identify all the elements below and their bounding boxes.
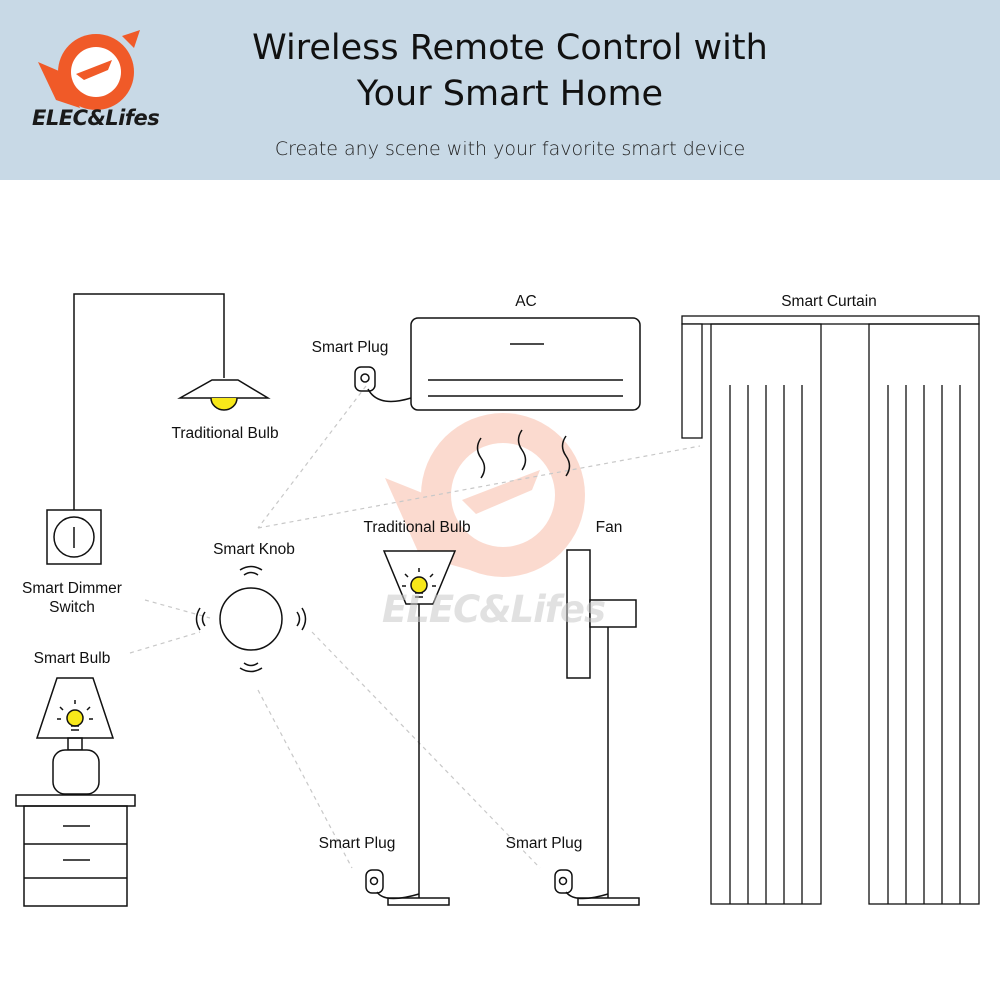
- smart-knob-icon: [197, 567, 306, 672]
- label-smart-knob: Smart Knob: [213, 541, 295, 558]
- brand-name: ELEC&Lifes: [32, 106, 172, 130]
- page-title-line-2: Your Smart Home: [170, 74, 850, 114]
- nightstand: [16, 795, 135, 906]
- ceiling-lamp: [74, 294, 268, 510]
- header-banner: ELEC&Lifes Wireless Remote Control with …: [0, 0, 1000, 180]
- smart-curtain: [682, 316, 979, 904]
- label-smart-plug-fan: Smart Plug: [506, 835, 583, 852]
- label-traditional-bulb-ceiling: Traditional Bulb: [171, 425, 278, 442]
- smart-plug-lamp-icon: [366, 870, 419, 899]
- smart-plug-ac-icon: [355, 367, 411, 401]
- label-smart-curtain: Smart Curtain: [781, 293, 877, 310]
- label-smart-plug-ac: Smart Plug: [312, 339, 389, 356]
- label-smart-dimmer-line-1: Smart Dimmer: [22, 580, 122, 597]
- table-lamp: [37, 678, 113, 794]
- smart-dimmer-switch-icon: [47, 510, 101, 564]
- label-traditional-bulb-floor: Traditional Bulb: [363, 519, 470, 536]
- page-title-line-1: Wireless Remote Control with: [170, 28, 850, 68]
- label-smart-plug-lamp: Smart Plug: [319, 835, 396, 852]
- label-ac: AC: [515, 293, 537, 310]
- smart-plug-fan-icon: [555, 870, 608, 899]
- page-subtitle: Create any scene with your favorite smar…: [170, 138, 850, 160]
- watermark-text: ELEC&Lifes: [382, 588, 605, 631]
- label-smart-bulb: Smart Bulb: [34, 650, 111, 667]
- label-smart-dimmer-line-2: Switch: [49, 599, 95, 616]
- label-fan: Fan: [596, 519, 623, 536]
